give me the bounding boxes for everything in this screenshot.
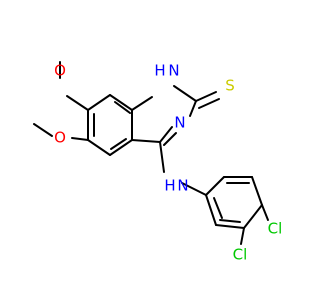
bond — [109, 94, 133, 111]
nitrogen-label: N — [177, 177, 188, 195]
bond — [131, 96, 153, 111]
bond — [219, 219, 241, 223]
bond — [173, 85, 197, 102]
bond — [87, 139, 111, 156]
chlorine-label: Cl — [233, 246, 248, 264]
bond — [71, 137, 89, 141]
bond — [181, 182, 207, 196]
atom-label-layer: H N S N O O H N Cl Cl — [54, 62, 282, 264]
bond — [114, 101, 131, 114]
bond — [198, 98, 220, 109]
bond — [159, 141, 165, 173]
bond — [243, 204, 263, 229]
bond — [33, 123, 53, 137]
nitrogen-label: N — [168, 62, 179, 80]
bond — [87, 94, 111, 111]
bond — [131, 139, 161, 143]
bond — [240, 227, 245, 245]
hydrogen-label: H — [154, 62, 165, 80]
bond — [215, 224, 245, 229]
oxygen-label: O — [54, 129, 66, 147]
molecule-structure: H N S N O O H N Cl Cl — [33, 61, 282, 264]
bond — [109, 139, 133, 156]
hydrogen-label: H — [164, 177, 175, 195]
nitrogen-label: N — [174, 114, 185, 132]
bond — [163, 132, 177, 146]
bond — [189, 100, 197, 117]
bond — [195, 91, 217, 102]
oxygen-label: O — [54, 62, 66, 80]
chlorine-label: Cl — [268, 220, 283, 238]
bond — [110, 138, 127, 150]
bond — [213, 197, 223, 219]
sulfur-label: S — [225, 77, 235, 95]
bond — [66, 95, 89, 111]
bond — [251, 176, 263, 206]
bond-layer — [33, 61, 269, 245]
bond — [159, 126, 173, 143]
bond — [205, 176, 225, 196]
bond — [205, 194, 217, 226]
bond — [261, 204, 269, 221]
